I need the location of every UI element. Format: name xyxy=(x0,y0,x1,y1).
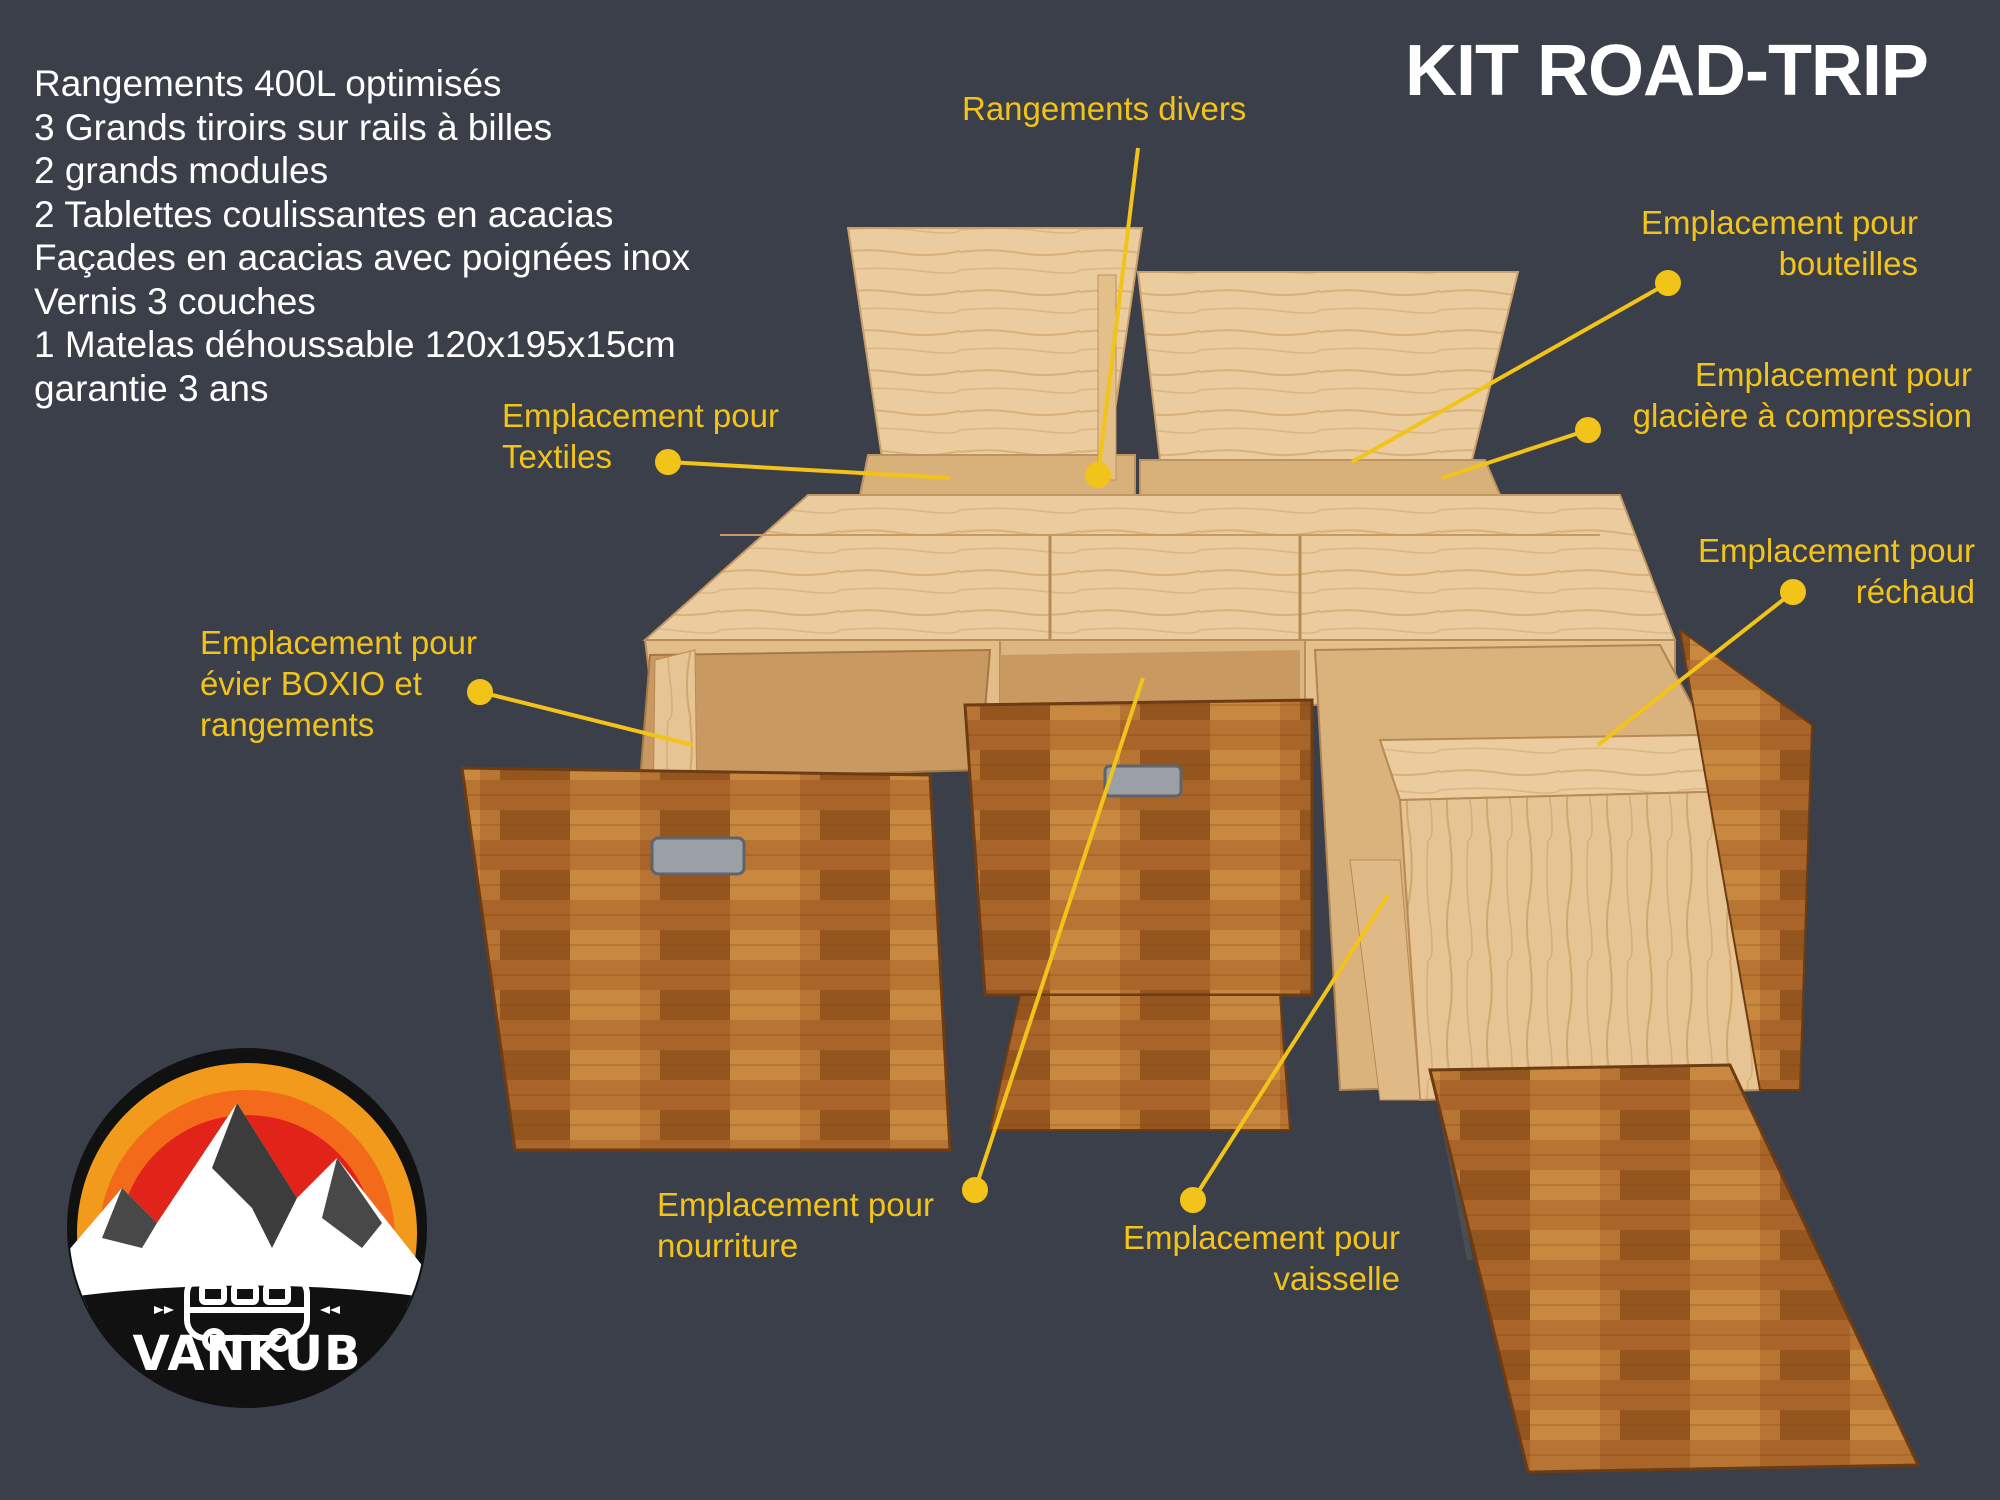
middle-sliding-shelf xyxy=(988,994,1292,1131)
callout-line: rangements xyxy=(200,706,375,743)
middle-drawer-front xyxy=(963,698,1314,997)
callout-line: évier BOXIO et xyxy=(200,665,422,702)
callout-line: glacière à compression xyxy=(1632,397,1972,434)
callout-line: bouteilles xyxy=(1778,245,1918,282)
callout-line: vaisselle xyxy=(1273,1260,1400,1297)
callout-line: Emplacement pour xyxy=(200,624,477,661)
callout-glaciere: Emplacement pour glacière à compression xyxy=(1580,354,1972,436)
vankub-logo-icon xyxy=(67,1048,427,1408)
callout-leaders xyxy=(467,147,1806,1213)
callout-vaisselle: Emplacement pour vaisselle xyxy=(1080,1217,1400,1299)
top-platform xyxy=(642,494,1677,641)
feature-item: 2 Tablettes coulissantes en acacias xyxy=(34,193,614,235)
callout-nourriture: Emplacement pour nourriture xyxy=(657,1184,934,1266)
callout-line: Emplacement pour xyxy=(1698,532,1975,569)
right-sliding-shelf xyxy=(1428,1063,1921,1474)
callout-line: Rangements divers xyxy=(962,90,1247,127)
right-side-panel xyxy=(1678,627,1814,1091)
page-title: KIT ROAD-TRIP xyxy=(1405,31,1929,111)
feature-item: Vernis 3 couches xyxy=(34,280,316,322)
callout-line: réchaud xyxy=(1855,573,1975,610)
brand-name: VANKUB xyxy=(132,1326,362,1382)
callout-line: Emplacement pour xyxy=(1641,204,1918,241)
right-lid xyxy=(1136,271,1520,461)
middle-drawer-handle xyxy=(1103,764,1183,798)
callout-textiles: Emplacement pour Textiles xyxy=(502,395,779,477)
callout-rechaud: Emplacement pour réchaud xyxy=(1600,530,1975,612)
callout-line: Emplacement pour xyxy=(1123,1219,1400,1256)
callout-line: Emplacement pour xyxy=(657,1186,934,1223)
callout-evier: Emplacement pour évier BOXIO et rangemen… xyxy=(200,622,477,745)
left-drawer-front xyxy=(460,766,952,1152)
callout-line: Textiles xyxy=(502,438,613,475)
feature-item: Façades en acacias avec poignées inox xyxy=(34,237,691,278)
callout-line: Emplacement pour xyxy=(1695,356,1972,393)
feature-item: 3 Grands tiroirs sur rails à billes xyxy=(34,106,553,148)
feature-item: garantie 3 ans xyxy=(34,367,269,409)
callout-rangements-divers: Rangements divers xyxy=(962,88,1246,129)
feature-item: 2 grands modules xyxy=(34,150,329,191)
feature-item: Rangements 400L optimisés xyxy=(34,63,502,104)
feature-list: Rangements 400L optimisés 3 Grands tiroi… xyxy=(34,62,690,410)
callout-bouteilles: Emplacement pour bouteilles xyxy=(1560,202,1918,284)
callout-line: nourriture xyxy=(657,1227,799,1264)
left-drawer-handle xyxy=(650,836,746,876)
callout-line: Emplacement pour xyxy=(502,397,779,434)
feature-item: 1 Matelas déhoussable 120x195x15cm xyxy=(34,324,676,365)
